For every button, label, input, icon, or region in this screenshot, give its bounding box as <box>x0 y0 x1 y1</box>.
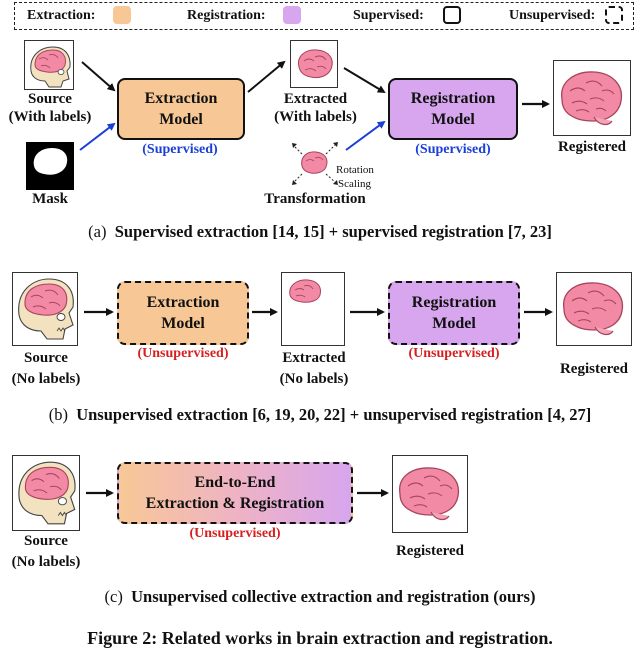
legend-supervised-swatch <box>443 6 461 24</box>
caption-c-text: Unsupervised collective extraction and r… <box>131 587 536 606</box>
extraction-model-box-b: Extraction Model <box>117 281 249 345</box>
extracted-label-a: Extracted <box>283 91 348 107</box>
scaling-label: Scaling <box>338 178 371 190</box>
arrow-transformation-to-registration-a <box>345 120 386 151</box>
source-label-b: Source <box>24 350 68 366</box>
source-sub-b: (No labels) <box>11 371 81 387</box>
source-skull-image-b <box>12 272 78 346</box>
extracted-sub-a: (With labels) <box>274 109 357 125</box>
mask-image <box>26 142 74 190</box>
source-label-c: Source <box>24 533 68 549</box>
brain-icon <box>298 49 333 79</box>
arrow-extraction-to-extracted-a <box>247 60 286 93</box>
registered-label-c: Registered <box>395 543 465 559</box>
rotation-label: Rotation <box>336 164 374 176</box>
source-skull-image-c <box>12 455 80 531</box>
extraction-tag-a: (Supervised) <box>142 142 218 157</box>
legend-supervised-label: Supervised: <box>353 8 424 23</box>
caption-a: (a) Supervised extraction [14, 15] + sup… <box>0 222 640 242</box>
registered-label-a: Registered <box>557 139 627 155</box>
arrow-source-to-extraction-a <box>81 61 116 92</box>
registration-tag-b: (Unsupervised) <box>408 346 500 361</box>
source-skull-image-a <box>24 40 74 90</box>
legend-registration-label: Registration: <box>187 8 266 23</box>
arrow-mask-to-extraction-a <box>79 122 116 151</box>
arrow-extracted-to-registration-a <box>343 67 386 94</box>
legend-unsupervised-swatch <box>605 6 623 24</box>
registered-image-c <box>392 455 468 533</box>
skull-brain-icon <box>18 278 74 340</box>
registration-model-box-a: Registration Model <box>388 78 518 140</box>
skull-brain-icon <box>18 461 76 525</box>
registered-image-b <box>556 272 632 346</box>
caption-c: (c) Unsupervised collective extraction a… <box>0 587 640 607</box>
mask-label: Mask <box>32 191 68 207</box>
caption-c-prefix: (c) <box>104 587 123 606</box>
e2e-tag: (Unsupervised) <box>189 526 281 541</box>
registered-image-a <box>553 60 631 136</box>
caption-b-prefix: (b) <box>48 405 68 424</box>
caption-b: (b) Unsupervised extraction [6, 19, 20, … <box>0 405 640 425</box>
brain-icon <box>561 71 623 126</box>
source-sub-a: (With labels) <box>8 109 92 125</box>
caption-a-prefix: (a) <box>88 222 107 241</box>
extracted-sub-b: (No labels) <box>279 371 349 387</box>
brain-icon <box>563 282 624 336</box>
mask-icon <box>33 148 68 175</box>
extraction-tag-b: (Unsupervised) <box>137 346 229 361</box>
legend-extraction-label: Extraction: <box>27 8 96 23</box>
transformation-label: Transformation <box>264 191 366 207</box>
extracted-image-b <box>281 272 345 346</box>
skull-brain-icon <box>30 46 71 88</box>
caption-b-text: Unsupervised extraction [6, 19, 20, 22] … <box>76 405 592 424</box>
source-sub-c: (No labels) <box>11 554 81 570</box>
caption-a-text: Supervised extraction [14, 15] + supervi… <box>114 222 552 241</box>
extracted-label-b: Extracted <box>282 350 346 366</box>
transform-brain-icon <box>292 142 338 185</box>
legend-registration-swatch <box>283 6 301 24</box>
extraction-model-box-a: Extraction Model <box>117 78 245 140</box>
source-label-a: Source <box>28 91 72 107</box>
registered-label-b: Registered <box>559 361 629 377</box>
brain-icon <box>399 467 460 521</box>
registration-tag-a: (Supervised) <box>415 142 491 157</box>
brain-icon <box>289 279 321 303</box>
registration-model-box-b: Registration Model <box>388 281 520 345</box>
end-to-end-box: End-to-End Extraction & Registration <box>117 462 353 524</box>
legend-unsupervised-label: Unsupervised: <box>509 8 596 23</box>
legend: Extraction: Registration: Supervised: Un… <box>14 2 634 30</box>
legend-extraction-swatch <box>113 6 131 24</box>
extracted-image-a <box>290 40 338 88</box>
